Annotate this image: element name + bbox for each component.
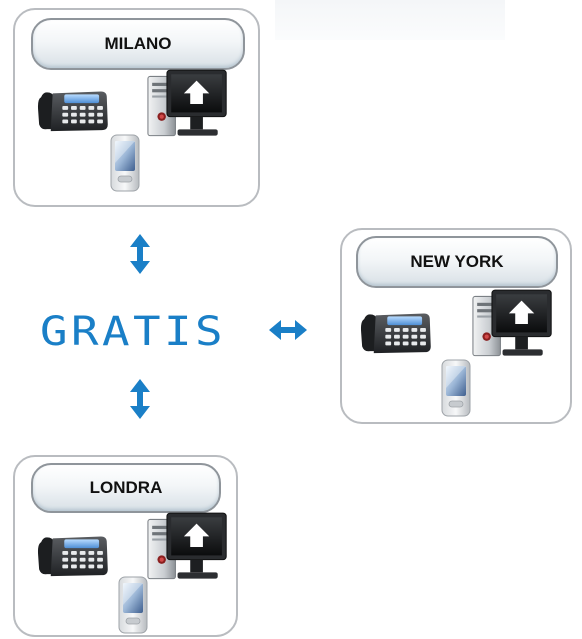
site-box-londra: LONDRA bbox=[13, 455, 238, 637]
desktop-computer-icon bbox=[143, 511, 229, 585]
desktop-computer-icon bbox=[143, 68, 229, 142]
smartphone-icon bbox=[105, 133, 145, 193]
double-arrow-icon bbox=[130, 379, 150, 419]
smartphone-icon bbox=[436, 358, 476, 418]
site-label: MILANO bbox=[104, 34, 172, 53]
desk-phone-icon bbox=[356, 298, 434, 356]
double-arrow-icon bbox=[130, 234, 150, 274]
site-box-milano: MILANO bbox=[13, 8, 260, 207]
site-label: LONDRA bbox=[89, 478, 163, 497]
desk-phone-icon bbox=[33, 521, 111, 579]
background-band bbox=[275, 0, 505, 40]
smartphone-icon bbox=[113, 575, 153, 635]
gratis-label: GRATIS bbox=[40, 309, 226, 353]
site-title-londra: LONDRA bbox=[31, 463, 221, 513]
gratis-text: GRATIS bbox=[40, 309, 226, 353]
desktop-computer-icon bbox=[468, 288, 554, 362]
desk-phone-icon bbox=[33, 76, 111, 134]
site-label: NEW YORK bbox=[410, 252, 504, 271]
site-title-milano: MILANO bbox=[31, 18, 245, 70]
site-box-new-york: NEW YORK bbox=[340, 228, 572, 424]
double-arrow-icon bbox=[269, 320, 307, 340]
site-title-new-york: NEW YORK bbox=[356, 236, 558, 288]
